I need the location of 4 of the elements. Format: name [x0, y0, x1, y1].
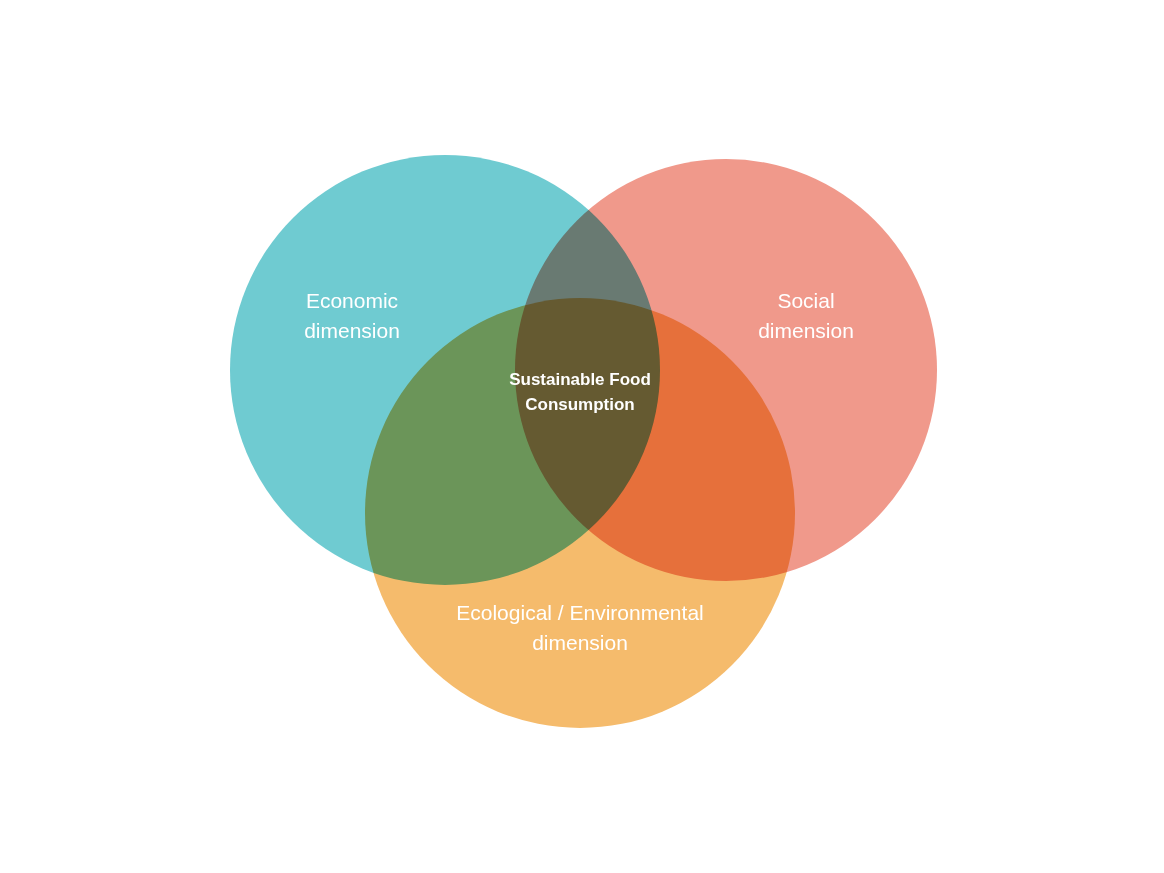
center-label: Sustainable Food Consumption	[508, 369, 652, 416]
circle-label: Economic dimension	[303, 288, 401, 344]
circle-label: Social dimension	[757, 288, 855, 344]
circle-label: Ecological / Environmental dimension	[455, 600, 705, 656]
